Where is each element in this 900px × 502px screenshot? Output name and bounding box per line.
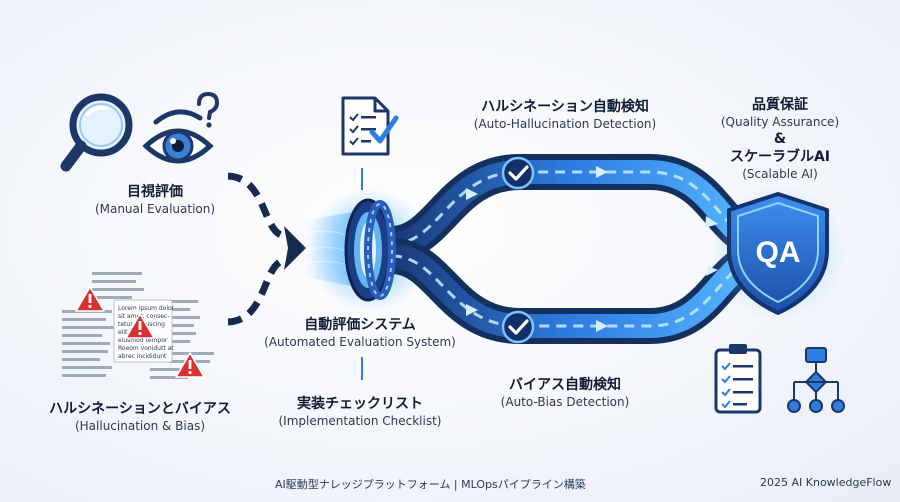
auto-bias-jp: バイアス自動検知	[509, 377, 621, 393]
eye-icon	[142, 109, 214, 164]
flow-arrow-top	[705, 216, 718, 228]
manual-evaluation-jp: 目視評価	[127, 184, 183, 200]
auto-hallucination-label: ハルシネーション自動検知 (Auto-Hallucination Detecti…	[455, 98, 675, 132]
manual-evaluation-label: 目視評価 (Manual Evaluation)	[70, 183, 240, 217]
auto-hallucination-en: (Auto-Hallucination Detection)	[473, 117, 657, 131]
scalable-ai-en: (Scalable AI)	[742, 167, 818, 181]
automated-system-en: (Automated Evaluation System)	[264, 335, 456, 349]
manual-evaluation-en: (Manual Evaluation)	[94, 202, 216, 216]
auto-bias-en: (Auto-Bias Detection)	[500, 395, 630, 409]
shield-text: QA	[756, 236, 801, 269]
auto-hallucination-jp: ハルシネーション自動検知	[481, 99, 649, 115]
warning-triangle-icon	[175, 352, 205, 378]
doc-line: abrec incididunt	[118, 353, 167, 360]
flow-arrow-bottom	[706, 266, 718, 276]
flow-arrow-bottom	[596, 320, 608, 332]
checkmark-icon	[501, 156, 535, 190]
implementation-checklist-jp: 実装チェックリスト	[297, 396, 423, 412]
flow-arrow-top	[596, 166, 608, 178]
dashed-arrow-upper	[227, 172, 287, 240]
doc-line: eiusmod tempor	[118, 337, 168, 344]
flow-arrow-bottom	[466, 304, 478, 316]
magnifying-glass-icon	[60, 93, 133, 172]
evaluation-ring-icon	[344, 198, 396, 302]
implementation-checklist-label: 実装チェックリスト (Implementation Checklist)	[255, 395, 465, 429]
implementation-checklist-en: (Implementation Checklist)	[278, 414, 442, 428]
arrow-head	[284, 226, 306, 270]
doc-line: sit amet, consec-	[118, 313, 170, 320]
checklist-document-icon	[341, 96, 399, 156]
qa-shield-icon: QA	[727, 192, 829, 315]
warning-triangle-icon	[75, 286, 105, 312]
warning-triangle-icon	[125, 313, 155, 339]
hallucination-bias-jp: ハルシネーションとバイアス	[49, 401, 231, 417]
footer-right-text: 2025 AI KnowledgeFlow	[760, 476, 892, 489]
quality-scalable-label: 品質保証 (Quality Assurance) & スケーラブルAI (Sca…	[700, 96, 860, 182]
checkmark-icon	[501, 310, 535, 344]
quality-assurance-jp: 品質保証	[752, 97, 808, 113]
quality-assurance-en: (Quality Assurance)	[720, 115, 840, 129]
scalable-ai-jp: スケーラブルAI	[729, 149, 831, 165]
automated-system-label: 自動評価システム (Automated Evaluation System)	[250, 316, 470, 350]
hallucination-bias-label: ハルシネーションとバイアス (Hallucination & Bias)	[20, 400, 260, 434]
flowchart-icon	[787, 347, 845, 413]
auto-bias-label: バイアス自動検知 (Auto-Bias Detection)	[475, 376, 655, 410]
automated-system-jp: 自動評価システム	[304, 317, 416, 333]
doc-line: Lorem ipsum dolor	[118, 305, 175, 312]
hallucination-bias-en: (Hallucination & Bias)	[74, 419, 206, 433]
ampersand: &	[773, 131, 787, 147]
dashed-arrow-lower	[227, 256, 287, 326]
clipboard-checklist-icon	[714, 344, 762, 414]
tube-bottom-highlight	[391, 254, 756, 328]
footer-left-text: AI駆動型ナレッジプラットフォーム | MLOpsパイプライン構築	[275, 478, 586, 491]
question-mark-icon	[197, 91, 220, 128]
doc-line: Roeom vonidutt at	[118, 345, 174, 352]
flow-arrow-top	[466, 188, 478, 200]
